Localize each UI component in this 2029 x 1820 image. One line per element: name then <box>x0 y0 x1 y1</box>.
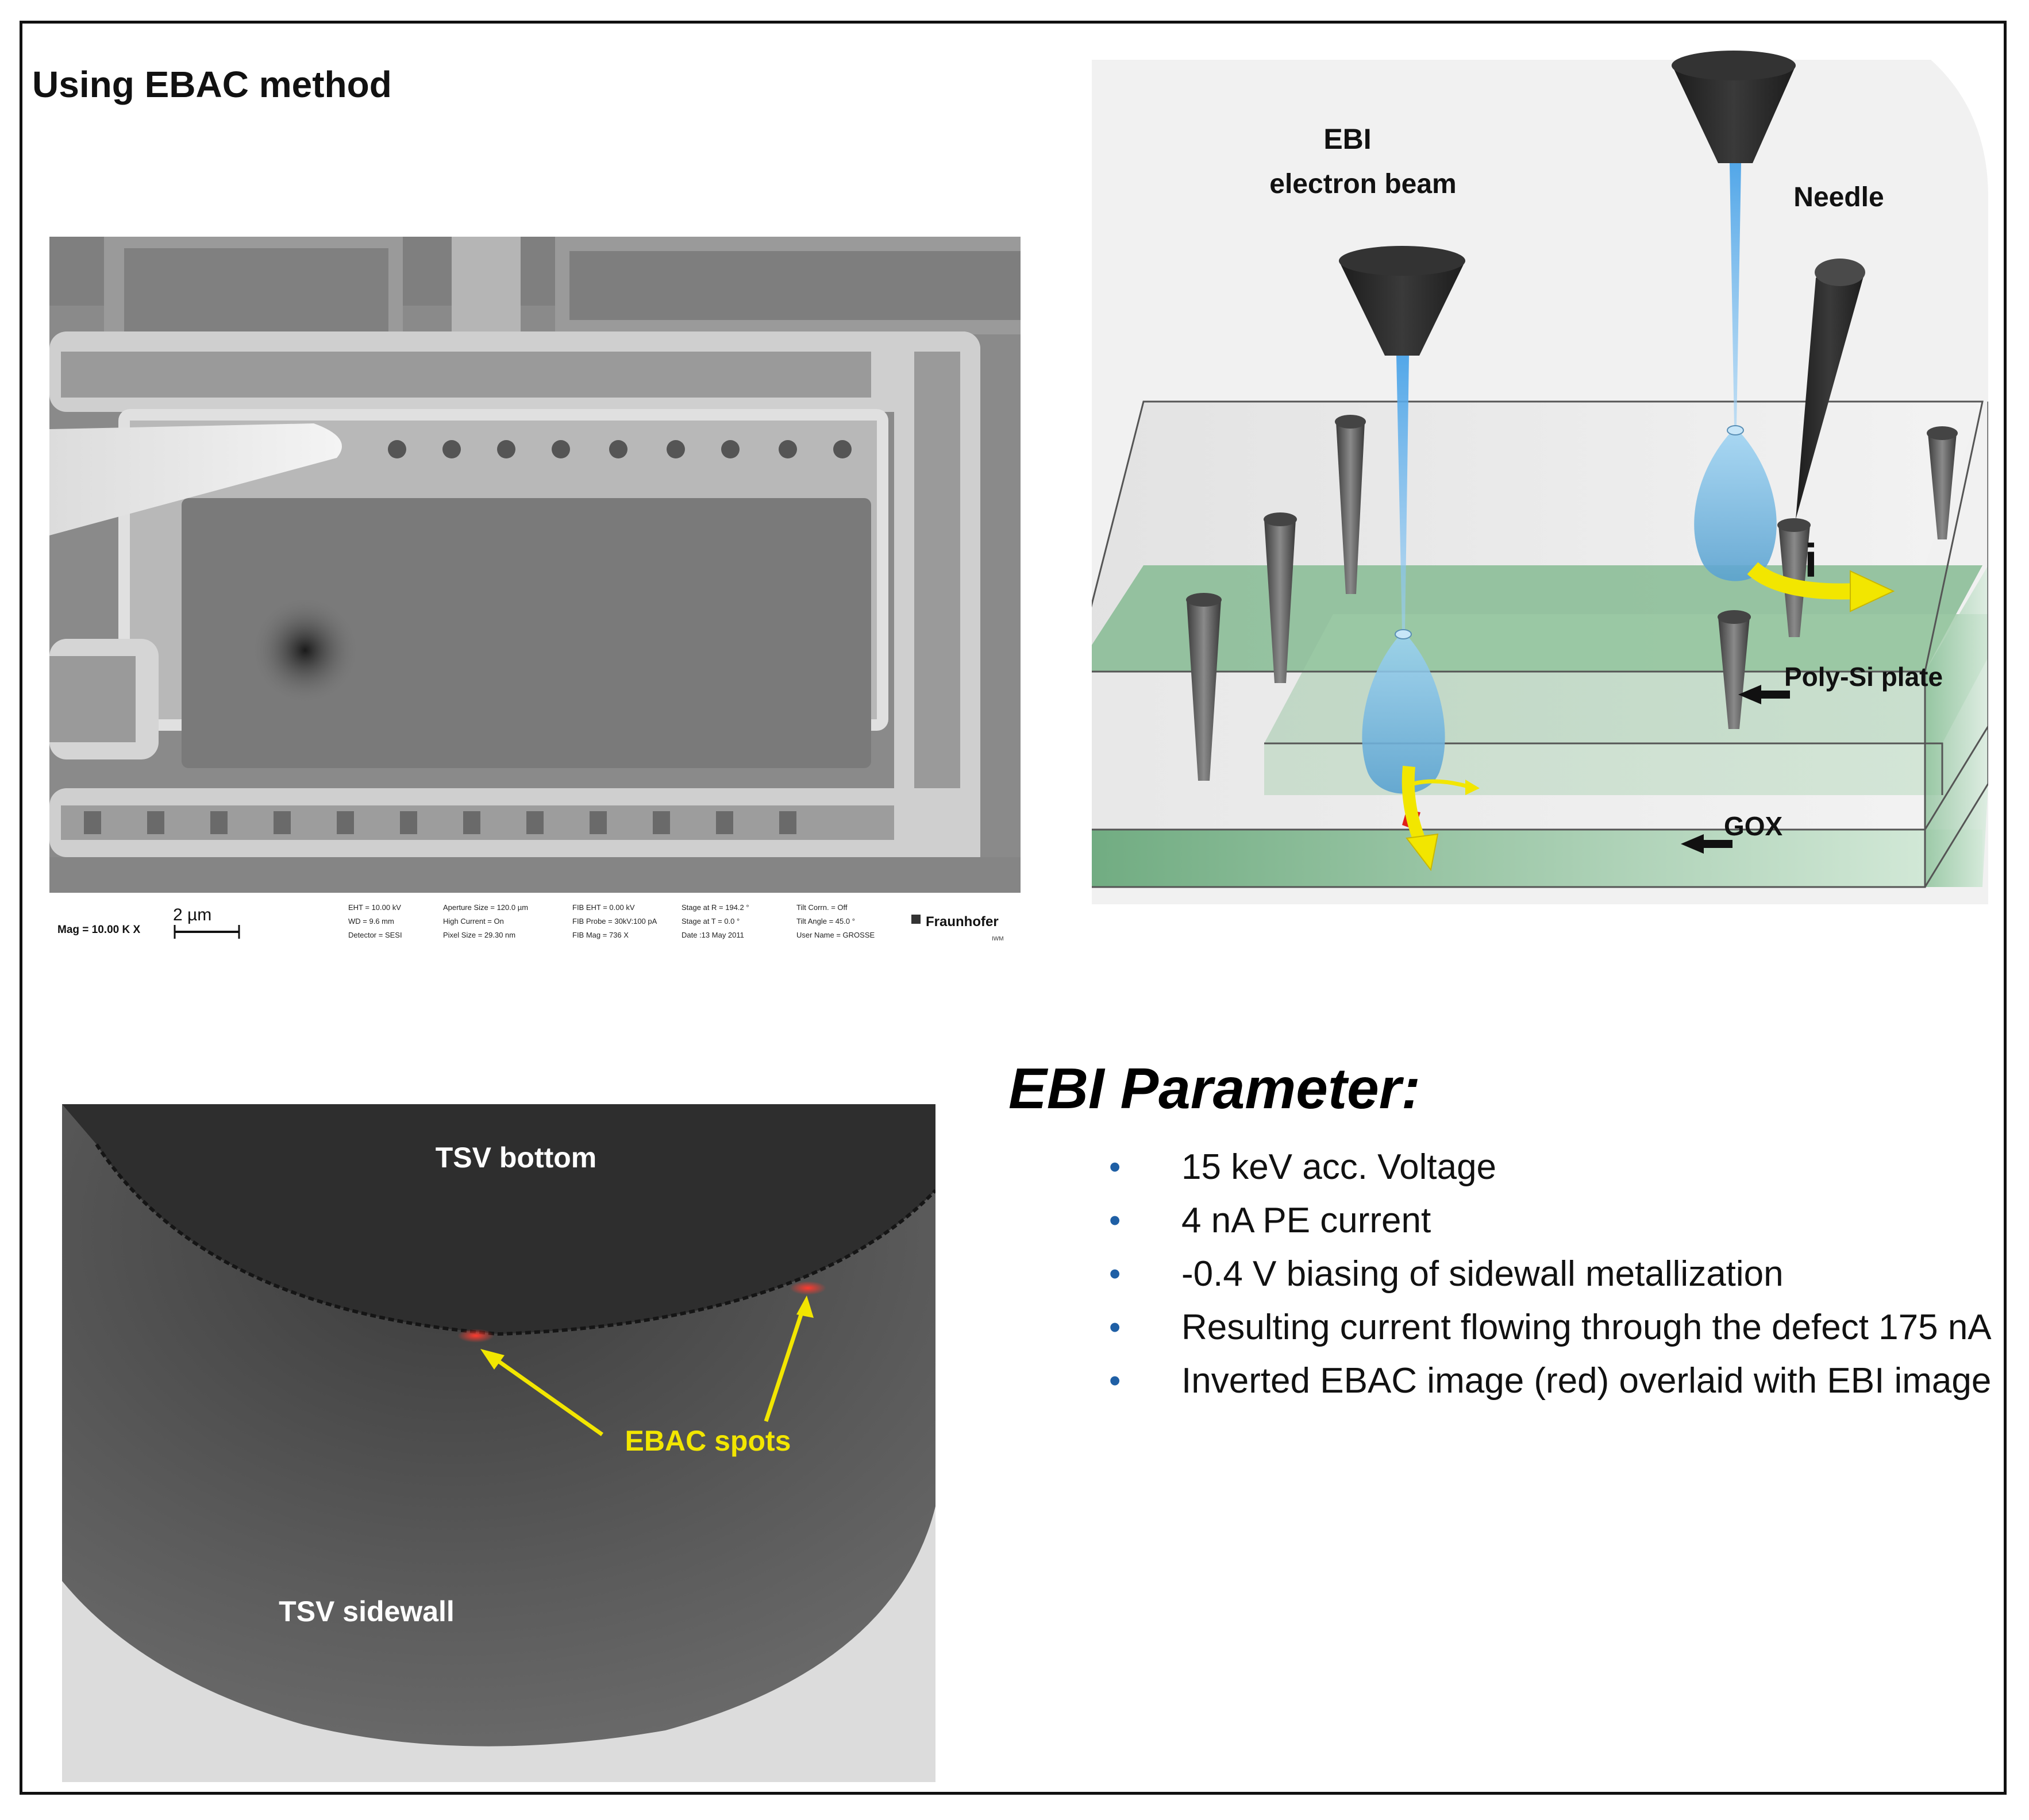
bullet-icon: • <box>1109 1148 1121 1186</box>
parameters-heading: EBI Parameter: <box>1008 1056 1420 1121</box>
parameter-text: 15 keV acc. Voltage <box>1181 1147 1497 1187</box>
sem-meta: Pixel Size = 29.30 nm <box>443 931 515 939</box>
fraunhofer-logo-sub: IWM <box>992 936 1004 942</box>
poly-si-pointer-arrow <box>1738 685 1790 704</box>
ebac-pointer-arrow-head <box>796 1295 814 1318</box>
ebac-schematic: EBI electron beam Needle i Poly-Si plate… <box>1092 51 1988 904</box>
sem-meta: Stage at R = 194.2 ° <box>682 903 749 912</box>
ebi-column-top <box>1672 51 1796 80</box>
sem-meta: WD = 9.6 mm <box>348 917 394 926</box>
parameter-item: • Inverted EBAC image (red) overlaid with… <box>1109 1354 2005 1408</box>
ebi-column-icon <box>1339 261 1465 356</box>
sem-meta: Tilt Corrn. = Off <box>796 903 848 912</box>
sem-structure <box>61 352 871 398</box>
sem-meta: EHT = 10.00 kV <box>348 903 401 912</box>
ebi-image: TSV bottom EBAC spots TSV sidewall <box>62 1104 935 1782</box>
sem-meta: Detector = SESI <box>348 931 402 939</box>
needle-label: Needle <box>1793 182 1884 213</box>
figure-frame <box>20 21 2007 1795</box>
current-arrow-head <box>1465 780 1480 795</box>
page-title: Using EBAC method <box>32 64 392 105</box>
tsv-sidewall-label: TSV sidewall <box>279 1595 455 1628</box>
parameter-item: • Resulting current flowing through the d… <box>1109 1301 2005 1354</box>
fraunhofer-logo-mark <box>911 915 921 924</box>
sem-meta: FIB Probe = 30kV:100 pA <box>572 917 657 926</box>
ebac-spot <box>790 1281 826 1295</box>
sem-pad <box>182 498 871 768</box>
parameters-list: • 15 keV acc. Voltage • 4 nA PE current • -… <box>1109 1140 2005 1408</box>
current-arrow <box>1747 562 1857 600</box>
gox-layer-side <box>1925 565 1988 887</box>
electron-beam <box>1730 163 1741 427</box>
sem-via-row <box>388 440 852 458</box>
sem-meta: Date :13 May 2011 <box>682 931 744 939</box>
ebac-pointer-arrow-head <box>480 1349 505 1370</box>
ebi-column-icon <box>1672 65 1796 163</box>
needle-icon <box>1796 262 1865 519</box>
gox-pointer-arrow <box>1681 834 1732 854</box>
tsv-bottom-label: TSV bottom <box>436 1142 597 1174</box>
ebac-pointer-arrow <box>764 1303 807 1422</box>
current-arrow-head <box>1850 570 1895 612</box>
electron-beam <box>1396 356 1409 631</box>
parameter-item: • -0.4 V biasing of sidewall metallizatio… <box>1109 1247 2005 1301</box>
fraunhofer-logo: Fraunhofer <box>926 914 999 930</box>
interaction-volume <box>1694 427 1777 581</box>
sem-structure <box>569 251 1021 320</box>
beam-spot <box>1727 425 1744 435</box>
ebi-label: EBI <box>1323 123 1371 155</box>
box-front-face <box>1092 672 1925 830</box>
box-outline <box>1092 400 1988 888</box>
electron-beam-label: electron beam <box>1269 169 1456 199</box>
current-label: i <box>1804 535 1818 587</box>
sem-mag: Mag = 10.00 K X <box>57 924 140 936</box>
gox-label: GOX <box>1724 811 1783 841</box>
parameter-text: Resulting current flowing through the de… <box>1181 1308 1992 1347</box>
current-arrow-head <box>1406 833 1439 872</box>
needle-probe <box>49 423 342 535</box>
sem-meta: FIB Mag = 736 X <box>572 931 629 939</box>
sem-meta: FIB EHT = 0.00 kV <box>572 903 635 912</box>
sem-image: Mag = 10.00 K X 2 µm EHT = 10.00 kV WD =… <box>49 237 1021 956</box>
sem-structure <box>49 857 1021 897</box>
bullet-icon: • <box>1109 1362 1121 1399</box>
ebi-column-top <box>1339 246 1465 276</box>
parameter-item: • 4 nA PE current <box>1109 1194 2005 1247</box>
parameter-text: -0.4 V biasing of sidewall metallization <box>1181 1254 1784 1294</box>
sem-defect-spot <box>251 596 360 705</box>
parameter-item: • 15 keV acc. Voltage <box>1109 1140 2005 1194</box>
bullet-icon: • <box>1109 1309 1121 1346</box>
sem-via-row <box>84 811 796 834</box>
ebac-spots-label: EBAC spots <box>625 1425 791 1457</box>
tsv-bottom-edge <box>95 1143 935 1336</box>
current-arrow-small <box>1413 779 1469 789</box>
bullet-icon: • <box>1109 1202 1121 1239</box>
gox-layer-front <box>1092 830 1982 887</box>
sem-meta: High Current = On <box>443 917 504 926</box>
beam-spot <box>1395 629 1412 639</box>
sem-meta: Stage at T = 0.0 ° <box>682 917 740 926</box>
ebac-pointer-arrow <box>487 1352 604 1436</box>
sem-structure <box>124 248 388 334</box>
poly-si-label: Poly-Si plate <box>1784 662 1943 692</box>
sem-meta: User Name = GROSSE <box>796 931 875 939</box>
sem-scale-label: 2 µm <box>173 905 211 924</box>
sem-meta: Tilt Angle = 45.0 ° <box>796 917 855 926</box>
tsv-bottom-region <box>62 1104 935 1334</box>
ebac-spot <box>457 1329 494 1343</box>
sem-info-bar <box>49 893 1021 956</box>
bullet-icon: • <box>1109 1255 1121 1293</box>
sem-meta: Aperture Size = 120.0 µm <box>443 903 528 912</box>
needle-tip-top <box>1815 259 1865 286</box>
sem-structure <box>49 656 136 742</box>
parameter-text: 4 nA PE current <box>1181 1201 1431 1240</box>
interaction-volume <box>1362 631 1445 794</box>
parameter-text: Inverted EBAC image (red) overlaid with … <box>1181 1361 1992 1401</box>
